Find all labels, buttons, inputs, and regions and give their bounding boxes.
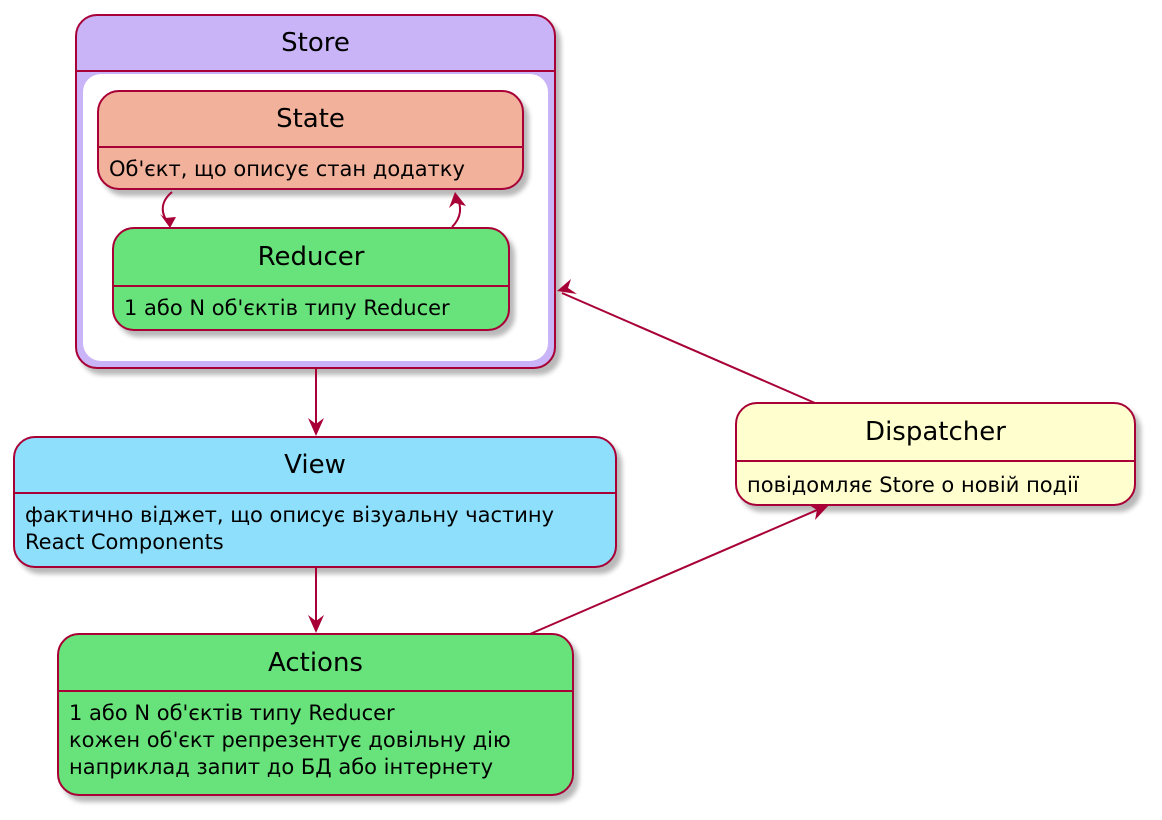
dispatcher-body: повідомляє Store о новій події bbox=[737, 462, 1134, 499]
state-title: State bbox=[99, 92, 522, 148]
arrowhead-icon bbox=[557, 279, 577, 294]
view-title: View bbox=[15, 438, 615, 494]
dispatcher-node: Dispatcher повідомляє Store о новій поді… bbox=[735, 402, 1136, 506]
edge-dispatcher-to-store bbox=[561, 292, 816, 404]
actions-line: кожен об'єкт репрезентує довільну дію bbox=[69, 728, 511, 752]
store-title: Store bbox=[77, 16, 554, 72]
view-line: фактично віджет, що описує візуальну час… bbox=[25, 503, 555, 527]
reducer-node: Reducer 1 або N об'єктів типу Reducer bbox=[112, 227, 510, 331]
state-body: Об'єкт, що описує стан додатку bbox=[99, 148, 522, 183]
arrowhead-icon bbox=[308, 418, 324, 436]
view-node: View фактично віджет, що описує візуальн… bbox=[13, 436, 617, 568]
dispatcher-title: Dispatcher bbox=[737, 404, 1134, 462]
actions-line: наприклад запит до БД або інтернету bbox=[69, 755, 494, 779]
state-line: Об'єкт, що описує стан додатку bbox=[109, 157, 465, 181]
view-line: React Components bbox=[25, 530, 224, 554]
actions-line: 1 або N об'єктів типу Reducer bbox=[69, 701, 395, 725]
arrowhead-icon bbox=[308, 615, 324, 633]
reducer-body: 1 або N об'єктів типу Reducer bbox=[114, 287, 508, 322]
arrowhead-icon bbox=[809, 505, 829, 520]
reducer-title: Reducer bbox=[114, 229, 508, 287]
actions-body: 1 або N об'єктів типу Reducer кожен об'є… bbox=[59, 692, 572, 781]
reducer-line: 1 або N об'єктів типу Reducer bbox=[124, 296, 450, 320]
view-body: фактично віджет, що описує візуальну час… bbox=[15, 494, 615, 556]
actions-title: Actions bbox=[59, 635, 572, 692]
dispatcher-line: повідомляє Store о новій події bbox=[747, 473, 1079, 497]
state-node: State Об'єкт, що описує стан додатку bbox=[97, 90, 524, 190]
actions-node: Actions 1 або N об'єктів типу Reducer ко… bbox=[57, 633, 574, 796]
